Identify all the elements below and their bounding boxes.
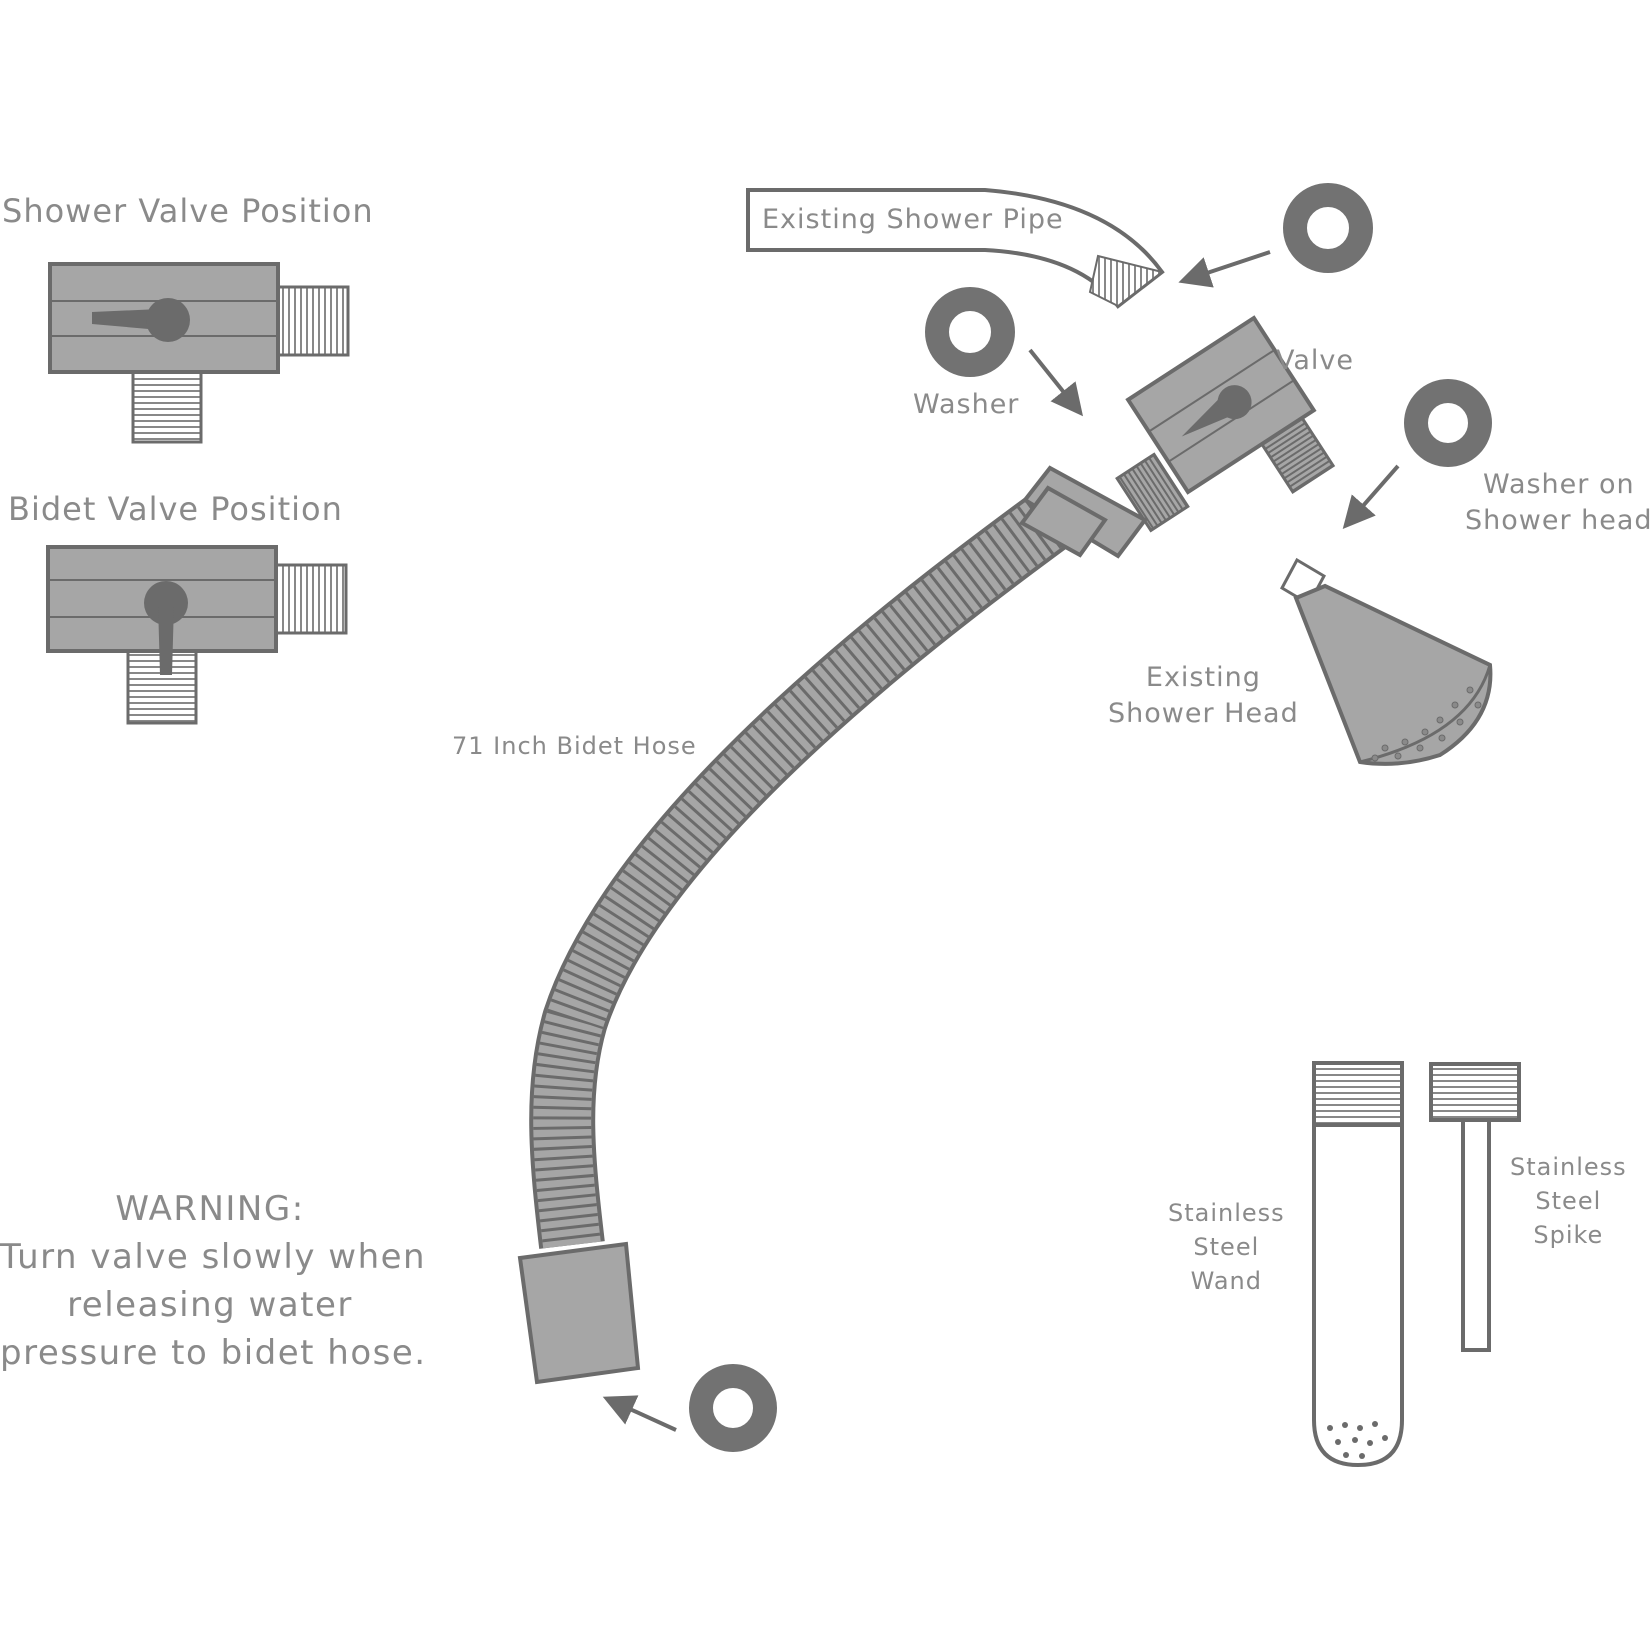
spike-label-line-2: Steel xyxy=(1535,1187,1602,1215)
wand-label-line-3: Wand xyxy=(1190,1267,1263,1295)
stainless-steel-wand xyxy=(1312,1061,1404,1468)
existing-shower-pipe xyxy=(746,188,1165,309)
washer-hose-end xyxy=(689,1364,777,1452)
warning-title: WARNING: xyxy=(115,1189,305,1229)
stainless-steel-spike xyxy=(1429,1062,1521,1352)
warning-line-3: pressure to bidet hose. xyxy=(0,1333,427,1373)
washer-on-shower-head-line-1: Washer on xyxy=(1482,469,1635,500)
arrow-to-hose-end xyxy=(602,1395,677,1432)
washer-top-right xyxy=(1283,183,1373,273)
bidet-hose-label: 71 Inch Bidet Hose xyxy=(452,732,697,760)
arrow-to-pipe xyxy=(1178,250,1271,288)
bidet-valve-position-label: Bidet Valve Position xyxy=(8,490,343,528)
bidet-valve-position-figure xyxy=(46,545,348,725)
warning-note: WARNING: Turn valve slowly when releasin… xyxy=(0,1185,427,1377)
shower-valve-position-label: Shower Valve Position xyxy=(2,192,374,230)
existing-shower-head xyxy=(1279,557,1493,766)
arrow-to-valve xyxy=(1028,348,1083,417)
arrows xyxy=(602,250,1400,1432)
wand-label-line-1: Stainless xyxy=(1168,1199,1285,1227)
spike-label-line-3: Spike xyxy=(1533,1221,1604,1249)
washer-on-shower-head xyxy=(1404,379,1492,467)
warning-line-2: releasing water xyxy=(67,1285,353,1325)
spike-label-line-1: Stainless xyxy=(1510,1153,1627,1181)
valve-label: Valve xyxy=(1276,345,1355,376)
washer-on-shower-head-line-2: Shower head xyxy=(1465,505,1652,536)
arrow-to-valve-outlet xyxy=(1342,464,1400,530)
existing-shower-head-line-2: Shower Head xyxy=(1108,698,1299,729)
wand-label-line-2: Steel xyxy=(1193,1233,1260,1261)
existing-shower-head-label: Existing Shower Head xyxy=(1108,660,1299,732)
hose-bottom-connector xyxy=(517,1241,641,1385)
existing-shower-head-line-1: Existing xyxy=(1145,662,1261,693)
shower-valve-position-figure xyxy=(48,262,350,444)
warning-line-1: Turn valve slowly when xyxy=(0,1237,427,1277)
washer-on-shower-head-label: Washer on Shower head xyxy=(1465,467,1652,539)
existing-shower-pipe-label: Existing Shower Pipe xyxy=(762,204,1064,235)
washer-label: Washer xyxy=(913,389,1020,420)
stainless-steel-wand-label: Stainless Steel Wand xyxy=(1168,1196,1285,1298)
stainless-steel-spike-label: Stainless Steel Spike xyxy=(1510,1150,1627,1252)
washer-mid xyxy=(925,287,1015,377)
diverter-valve xyxy=(1115,315,1336,533)
bidet-hose xyxy=(517,465,1148,1385)
